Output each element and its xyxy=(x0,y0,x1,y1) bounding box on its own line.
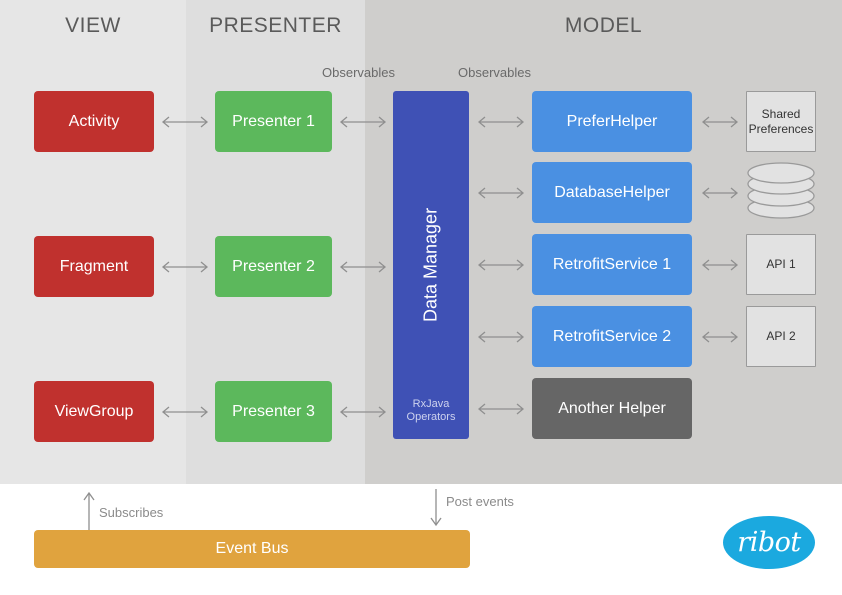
api-2-label: API 2 xyxy=(766,329,796,343)
arrow-datamanager-preferhelper xyxy=(474,111,528,133)
arrow-retrofit1-api1 xyxy=(698,254,742,276)
arrow-databasehelper-database xyxy=(698,182,742,204)
arrow-presenter2-datamanager xyxy=(336,256,390,278)
arrow-retrofit2-api2 xyxy=(698,326,742,348)
helper-box-databasehelper[interactable]: DatabaseHelper xyxy=(532,162,692,223)
arrow-fragment-presenter2 xyxy=(158,256,212,278)
view-box-viewgroup[interactable]: ViewGroup xyxy=(34,381,154,442)
arrow-viewgroup-presenter3 xyxy=(158,401,212,423)
external-box-api-1[interactable]: API 1 xyxy=(746,234,816,295)
column-title-view: VIEW xyxy=(65,14,121,37)
column-title-model: MODEL xyxy=(564,14,643,37)
rxjava-line: RxJava xyxy=(412,397,450,410)
helper-box-retrofitservice-1[interactable]: RetrofitService 1 xyxy=(532,234,692,295)
data-manager-bar[interactable]: Data Manager RxJava Operators xyxy=(393,91,469,439)
subscribes-label: Subscribes xyxy=(99,505,164,520)
column-title-presenter: PRESENTER xyxy=(209,14,342,37)
observables-label-model-side: Observables xyxy=(458,65,531,80)
database-cylinder-icon xyxy=(746,162,816,223)
logo-text: ribot xyxy=(737,527,801,558)
data-manager-label: Data Manager xyxy=(420,207,441,323)
presenter-box-1[interactable]: Presenter 1 xyxy=(215,91,332,152)
helper-box-preferhelper[interactable]: PreferHelper xyxy=(532,91,692,152)
subscribes-arrow-up-icon xyxy=(80,491,98,530)
post-events-label: Post events xyxy=(446,494,514,509)
presenter-box-2[interactable]: Presenter 2 xyxy=(215,236,332,297)
arrow-datamanager-another-helper xyxy=(474,398,528,420)
arrow-datamanager-databasehelper xyxy=(474,182,528,204)
event-bus-bar[interactable]: Event Bus xyxy=(34,530,470,568)
arrow-activity-presenter1 xyxy=(158,111,212,133)
arrow-presenter3-datamanager xyxy=(336,401,390,423)
presenter-box-3[interactable]: Presenter 3 xyxy=(215,381,332,442)
external-box-shared-preferences[interactable]: Shared Preferences xyxy=(746,91,816,152)
arrow-presenter1-datamanager xyxy=(336,111,390,133)
arrow-preferhelper-sharedpreferences xyxy=(698,111,742,133)
logo-ellipse-shape xyxy=(723,516,815,569)
helper-box-retrofitservice-2[interactable]: RetrofitService 2 xyxy=(532,306,692,367)
post-events-arrow-down-icon xyxy=(427,489,445,527)
ribot-logo: ribot xyxy=(723,516,815,569)
data-manager-sublabel: RxJava Operators xyxy=(393,398,469,426)
external-box-api-2[interactable]: API 2 xyxy=(746,306,816,367)
observables-label-presenter-side: Observables xyxy=(322,65,395,80)
helper-box-another-helper[interactable]: Another Helper xyxy=(532,378,692,439)
view-box-fragment[interactable]: Fragment xyxy=(34,236,154,297)
shared-preferences-line2: Preferences xyxy=(748,121,814,136)
shared-preferences-line1: Shared xyxy=(761,106,801,121)
view-box-activity[interactable]: Activity xyxy=(34,91,154,152)
arrow-datamanager-retrofit1 xyxy=(474,254,528,276)
arrow-datamanager-retrofit2 xyxy=(474,326,528,348)
api-1-label: API 1 xyxy=(766,257,796,271)
operators-line: Operators xyxy=(406,411,456,424)
